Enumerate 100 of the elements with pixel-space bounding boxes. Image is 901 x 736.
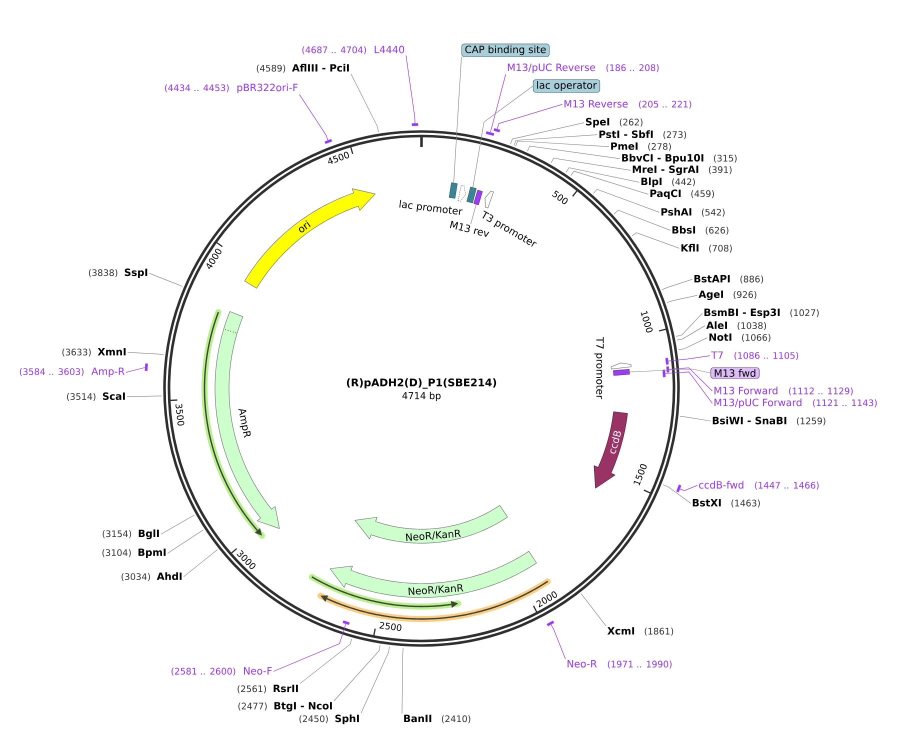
leader-line [593,188,660,213]
primer-mark [665,358,669,365]
leader-line [472,86,534,188]
restriction-site-label: KflI (708) [681,244,732,253]
restriction-site-label: AleI (1038) [706,321,766,330]
feature-box [613,369,630,376]
tick-label: 1000 [640,310,653,332]
restriction-site-label: PshAI (542) [661,208,725,217]
restriction-site-label: BlpI (442) [641,177,695,188]
restriction-site-label: BstAPI (886) [694,275,764,284]
leader-line [350,74,379,132]
leader-line [470,204,476,224]
restriction-site-label: AgeI (926) [698,290,756,300]
leader-line [402,648,404,714]
tick-label: 3500 [176,404,184,426]
feature-band: ori [244,188,376,289]
restriction-site-label: BstXI (1463) [692,499,760,508]
primer-label: M13 Reverse (205 .. 221) [564,100,692,109]
restriction-site-label: (2561) RsrII [238,684,298,694]
feature-label: M13 rev [450,220,490,237]
primer-mark [412,123,418,126]
leader-line [662,484,691,504]
primer-label: M13 Forward (1112 .. 1129) [714,386,853,396]
primer-label: (4434 .. 4453) pBR322ori-F [165,83,298,94]
restriction-site-label: MreI - SgrAI (391) [632,166,732,176]
feature-label: lac promoter [399,200,463,215]
leader-line [570,170,649,195]
leader-line [127,352,164,356]
leader-line [167,530,204,554]
restriction-site-label: SpeI (262) [586,118,642,128]
restriction-site-label: PstI - SbfI (273) [599,130,686,140]
restriction-site-label: (3514) ScaI [67,392,125,401]
plasmid-size: 4714 bp [402,392,441,402]
restriction-site-label: BsiWI - SnaBI (1259) [712,416,826,426]
leader-line [632,232,680,249]
leader-line [515,140,610,147]
restriction-site-label: (4589) AflIII - PciI [256,64,349,73]
feature-band: AmpR [214,311,280,529]
feature-band: NeoR/KanR [354,505,508,544]
primer-label: (3584 .. 3603) Amp-R [20,368,125,377]
leader-line [666,295,698,303]
leader-line [527,146,620,159]
leader-line [580,593,606,626]
primer-mark [144,363,148,371]
feature-label: CAP binding site [461,44,550,57]
feature-box [466,186,477,204]
restriction-site-label: BbvCI - Bpu10I (315) [622,154,737,164]
feature-label: T7 promoter [594,336,604,400]
tick-label: 4500 [328,152,349,164]
restriction-site-label: NotI (1066) [709,333,770,342]
leader-line [183,549,218,577]
restriction-site-label: PaqCI (459) [650,190,714,200]
leader-line [453,56,462,184]
leader-line [300,638,352,684]
restriction-site-label: (2477) BtgI - NcoI [238,702,332,712]
restriction-site-label: (3633) XmnI [62,348,126,357]
leader-line [676,313,703,337]
leader-line [629,368,711,374]
leader-line [273,624,346,672]
leader-line [510,122,584,144]
feature-box [474,190,483,206]
primer-mark [324,139,332,144]
tick-label: 2500 [379,622,402,631]
restriction-site-label: (3034) AhdI [122,572,182,582]
feature-label: M13 fwd [710,367,760,379]
primer-label: M13/pUC Reverse (186 .. 208) [508,64,659,74]
feature-label: lac operator [532,79,600,93]
primer-label: (2581 .. 2600) Neo-F [172,667,272,676]
leader-line [668,367,713,392]
restriction-site-label: BanII (2410) [404,714,470,724]
feature-band: ccdB [594,411,628,488]
leader-line [126,396,162,397]
leader-line [360,646,390,714]
leader-line [614,210,671,231]
primer-mark [662,370,666,378]
leader-line [496,104,563,130]
restriction-site-label: (3104) BpmI [102,548,166,558]
restriction-site-label: (3838) SspI [88,268,148,278]
leader-line [680,485,698,491]
primer-mark [494,128,500,132]
primer-label: T7 (1086 .. 1105) [711,351,798,360]
leader-line [160,514,195,535]
primer-mark [342,620,350,625]
primer-mark [676,484,682,492]
leader-line [676,325,706,340]
plasmid-name: (R)pADH2(D)_P1(SBE214) [346,378,496,389]
leader-line [126,367,146,373]
primer-label: ccdB-fwd (1447 .. 1466) [699,480,819,490]
leader-line [662,279,693,290]
primer-label: M13/pUC Forward (1121 .. 1143) [714,398,877,408]
leader-line [514,134,598,146]
restriction-site-label: BbsI (626) [672,226,728,235]
feature-box [448,182,458,199]
restriction-site-label: (3154) BglI [102,529,159,540]
leader-line [406,55,416,124]
leader-line [680,416,711,422]
leader-line [149,273,183,287]
leader-line [550,624,566,660]
restriction-site-label: XcmI (1861) [607,627,674,636]
leader-line [550,158,631,171]
